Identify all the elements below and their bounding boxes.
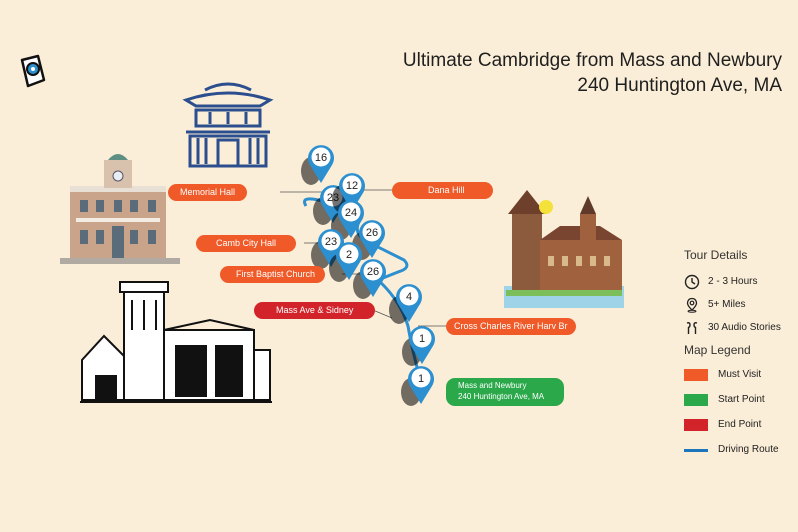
map-pin[interactable]: 1 <box>402 326 435 366</box>
tour-details-heading: Tour Details <box>684 248 748 262</box>
memorial-hall-illustration <box>60 154 180 264</box>
map-subtitle: 240 Huntington Ave, MA <box>577 75 782 96</box>
earbuds-icon <box>686 322 698 334</box>
map-pin-number: 26 <box>367 266 379 278</box>
start-point-address: 240 Huntington Ave, MA <box>458 392 545 401</box>
pagoda-illustration <box>182 82 274 168</box>
map-pin-number: 1 <box>418 373 424 385</box>
tour-detail-distance: 5+ Miles <box>684 297 794 320</box>
driving-route-label: Driving Route <box>718 444 779 455</box>
legend-must-visit: Must Visit <box>684 369 794 394</box>
audio-text: 30 Audio Stories <box>708 322 781 333</box>
stop-label-first-baptist-church[interactable]: First Baptist Church <box>220 266 326 283</box>
map-pin[interactable]: 23 <box>311 229 344 269</box>
must-visit-label: Must Visit <box>718 369 762 380</box>
stop-label-start-point[interactable]: Mass and Newbury 240 Huntington Ave, MA <box>446 378 565 406</box>
church-illustration <box>80 281 272 403</box>
end-point-swatch <box>684 419 708 431</box>
clock-icon <box>684 274 700 290</box>
map-pin-number: 26 <box>366 227 378 239</box>
map-pin-number: 4 <box>406 291 412 303</box>
map-pin[interactable]: 16 <box>301 145 334 185</box>
must-visit-swatch <box>684 369 708 381</box>
map-pin-face <box>339 244 359 264</box>
stop-label-mass-ave-sidney[interactable]: Mass Ave & Sidney <box>254 302 376 319</box>
map-pin[interactable]: 2 <box>329 242 362 282</box>
map-pin[interactable]: 4 <box>389 284 422 324</box>
location-pin-icon <box>686 297 698 313</box>
map-pin-number: 1 <box>419 333 425 345</box>
map-pin-face <box>342 175 362 195</box>
map-pin-number: 24 <box>345 207 357 219</box>
distance-text: 5+ Miles <box>708 299 746 310</box>
start-point-swatch <box>684 394 708 406</box>
map-pin-face <box>362 222 382 242</box>
map-pin-number: 16 <box>315 152 327 164</box>
map-pin-face <box>341 202 361 222</box>
driving-route-swatch <box>684 449 708 452</box>
stop-label-camb-city-hall[interactable]: Camb City Hall <box>196 235 297 252</box>
map-pin-number: 12 <box>346 180 358 192</box>
stop-label-cross-charles-river[interactable]: Cross Charles River Harv Br <box>446 318 576 335</box>
start-point-label: Start Point <box>718 394 765 405</box>
map-pin[interactable]: 26 <box>353 259 386 299</box>
start-point-name: Mass and Newbury <box>458 381 527 390</box>
tour-detail-duration: 2 - 3 Hours <box>684 274 794 297</box>
map-pin-number: 23 <box>325 236 337 248</box>
info-panel: Tour Details 2 - 3 Hours 5+ Miles 30 Aud… <box>684 248 794 469</box>
map-pin-number: 2 <box>346 249 352 261</box>
map-title: Ultimate Cambridge from Mass and Newbury <box>402 50 782 71</box>
castle-illustration <box>504 190 624 308</box>
map-legend-heading: Map Legend <box>684 343 751 357</box>
legend-end-point: End Point <box>684 419 794 444</box>
map-pin[interactable]: 1 <box>401 366 435 406</box>
legend-start-point: Start Point <box>684 394 794 419</box>
end-point-label: End Point <box>718 419 762 430</box>
legend-driving-route: Driving Route <box>684 444 794 469</box>
map-pin-face <box>399 286 419 306</box>
map-pin-face <box>411 368 431 388</box>
duration-text: 2 - 3 Hours <box>708 276 758 287</box>
map-pin-face <box>412 328 432 348</box>
map-pin-face <box>321 231 341 251</box>
tour-detail-audio: 30 Audio Stories <box>684 320 794 343</box>
map-pin[interactable]: 12 <box>332 173 365 213</box>
stop-label-dana-hill[interactable]: Dana Hill <box>392 182 493 199</box>
map-pin-face <box>363 261 383 281</box>
stop-label-memorial-hall[interactable]: Memorial Hall <box>168 184 248 201</box>
map-pin-face <box>311 147 331 167</box>
map-pin-logo-icon <box>20 54 46 88</box>
